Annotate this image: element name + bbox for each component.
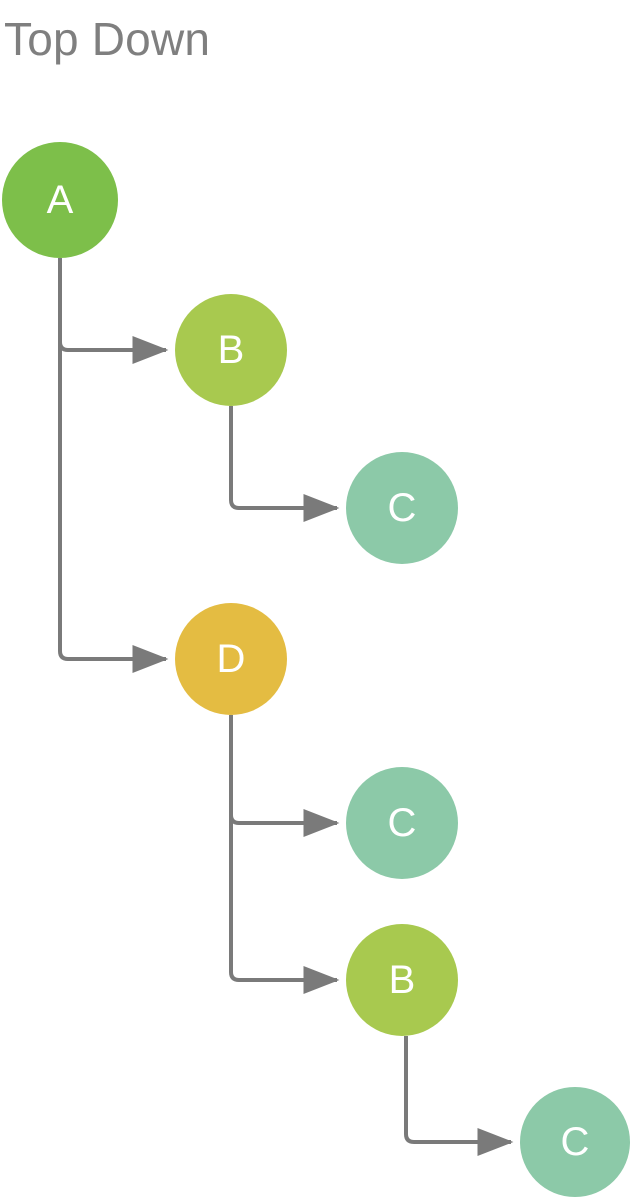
edge-a-to-b [58,258,169,364]
edge-d-to-c [229,715,340,837]
node-label: C [387,486,417,530]
edge-a-to-d [58,258,169,673]
node-c-1[interactable]: C [346,452,458,564]
node-label: A [46,178,74,222]
page-title: Top Down [4,13,211,65]
node-a[interactable]: A [2,142,118,258]
node-c-3[interactable]: C [520,1087,630,1197]
node-label: C [560,1120,590,1164]
edge-b2-to-c [404,1036,514,1156]
node-label: D [216,637,246,681]
node-b-1[interactable]: B [175,294,287,406]
node-label: B [388,958,416,1002]
node-label: B [217,328,245,372]
node-b-2[interactable]: B [346,924,458,1036]
edge-d-to-b [229,715,340,994]
node-label: C [387,801,417,845]
node-d[interactable]: D [175,603,287,715]
edge-b-to-c [229,406,340,522]
node-c-2[interactable]: C [346,767,458,879]
